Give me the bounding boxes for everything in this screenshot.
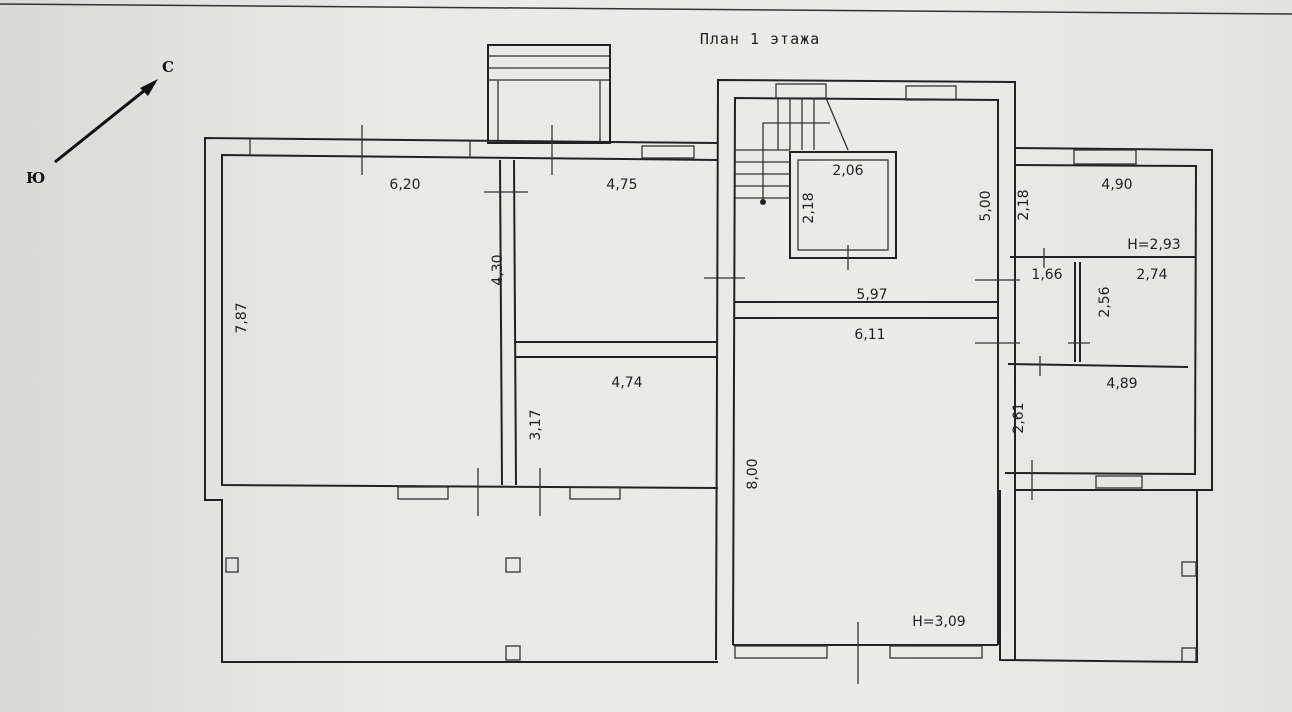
dim-hall-length: 5,00 [978,190,994,221]
dim-right-height: H=2,93 [1127,237,1180,253]
dim-main-hall-width: 6,11 [854,327,885,343]
dim-upper-room-width: 4,75 [606,177,637,193]
porch [487,44,611,144]
dim-main-hall-length: 8,00 [745,458,761,489]
compass-south-label: Ю [26,169,45,187]
dim-mid-room-length: 2,56 [1097,286,1113,317]
dim-mid-room-width: 2,74 [1136,267,1167,283]
dim-lower-room-width: 4,74 [611,375,642,391]
dim-right-top-length: 2,18 [1016,189,1032,220]
compass-arrow-icon: С Ю [26,58,174,187]
dim-left-room-width: 6,20 [389,177,420,193]
dim-stair-box-length: 2,18 [801,192,817,223]
dim-small-room-width: 1,66 [1031,267,1062,283]
dim-stair-box-width: 2,06 [832,163,863,179]
dim-left-room-length: 7,87 [234,302,250,333]
plan-title: План 1 этажа [700,30,820,48]
dim-right-bottom-width: 4,89 [1106,376,1137,392]
page-edge-line [0,3,1292,15]
dim-main-height: H=3,09 [912,614,965,630]
right-wing-walls [999,147,1213,664]
center-block-walls [715,78,1020,684]
dimension-labels: 6,20 7,87 4,75 4,30 4,74 3,17 2,06 2,18 … [234,163,1181,630]
left-wing-walls [204,125,745,663]
compass-north-label: С [162,58,174,76]
dim-right-top-width: 4,90 [1101,177,1132,193]
staircase [735,97,897,270]
dim-hall-width: 5,97 [856,287,887,303]
dim-right-bottom-length: 2,61 [1011,402,1027,433]
dim-lower-room-length: 3,17 [528,409,544,440]
dim-upper-room-length: 4,30 [490,254,506,285]
